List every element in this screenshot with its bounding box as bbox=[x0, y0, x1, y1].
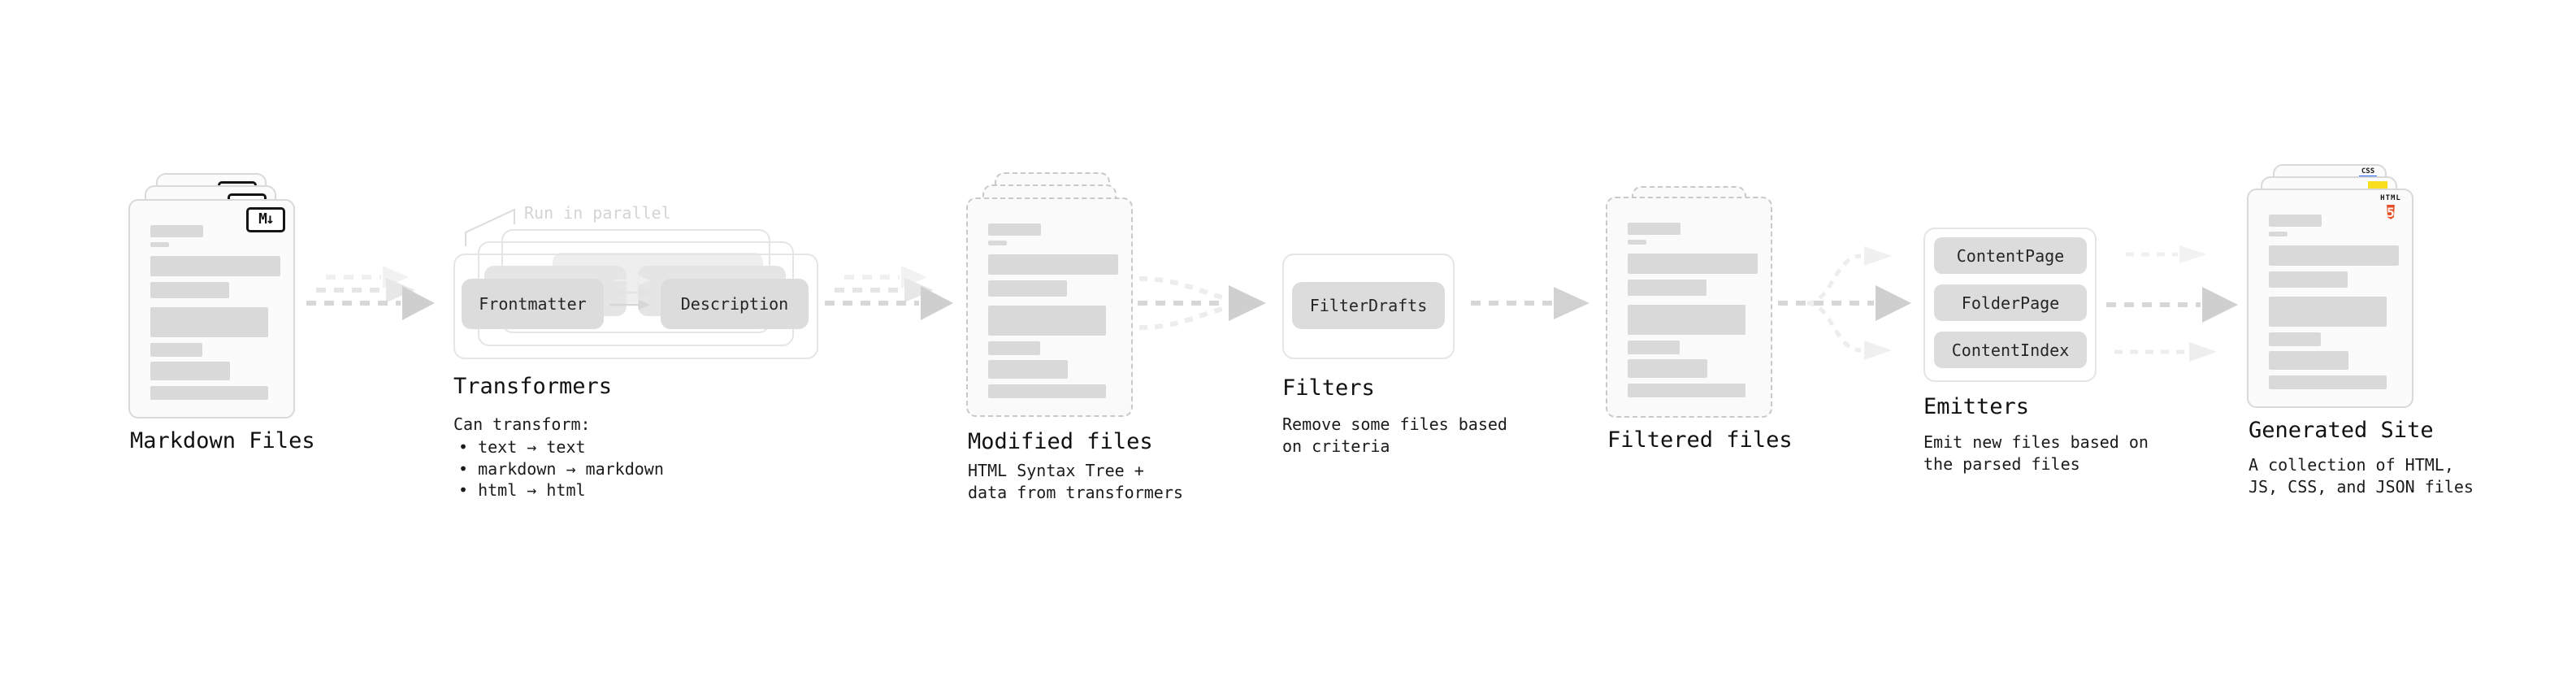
text-line-placeholder bbox=[1628, 240, 1646, 245]
text-line-placeholder bbox=[1628, 340, 1680, 354]
transformers-desc-heading: Can transform: bbox=[453, 414, 591, 434]
text-line-placeholder bbox=[150, 242, 169, 247]
transformers-title: Transformers bbox=[453, 374, 613, 399]
filters-container bbox=[1282, 254, 1455, 359]
capability-item: • markdown → markdown bbox=[458, 458, 664, 479]
text-line-placeholder bbox=[2269, 271, 2348, 288]
text-line-placeholder bbox=[988, 223, 1041, 236]
filters-description: Remove some files based on criteria bbox=[1282, 414, 1507, 458]
filters-title: Filters bbox=[1282, 375, 1375, 401]
emitters-container bbox=[1923, 228, 2097, 382]
html5-icon-shield: 5 bbox=[2387, 205, 2395, 220]
description-line: data from transformers bbox=[968, 483, 1183, 502]
description-line: on criteria bbox=[1282, 436, 1390, 456]
emitter-folderpage-button: FolderPage bbox=[1934, 284, 2087, 321]
flow-arrow-filters-to-filtered bbox=[1471, 287, 1589, 319]
annotation-leader-line bbox=[465, 208, 515, 246]
flow-arrow-filtered-to-emitters bbox=[1778, 246, 1911, 360]
description-line: Remove some files based bbox=[1282, 414, 1507, 434]
transformer-container bbox=[453, 254, 818, 359]
markdown-file-card: M↓ bbox=[128, 199, 295, 419]
run-in-parallel-annotation: Run in parallel bbox=[524, 203, 671, 223]
text-line-placeholder bbox=[1628, 359, 1707, 378]
generated-site-title: Generated Site bbox=[2249, 418, 2434, 443]
filtered-files-title: Filtered files bbox=[1607, 427, 1793, 453]
modified-files-title: Modified files bbox=[968, 429, 1153, 454]
description-line: JS, CSS, and JSON files bbox=[2249, 477, 2474, 497]
markdown-files-title: Markdown Files bbox=[130, 428, 315, 453]
text-line-placeholder bbox=[2269, 245, 2399, 266]
filtered-file-card bbox=[1606, 197, 1772, 418]
modified-files-description: HTML Syntax Tree + data from transformer… bbox=[968, 460, 1183, 504]
text-line-placeholder bbox=[2269, 351, 2348, 370]
description-line: Emit new files based on bbox=[1923, 432, 2149, 452]
emitter-contentpage-button: ContentPage bbox=[1934, 237, 2087, 274]
description-line: HTML Syntax Tree + bbox=[968, 461, 1144, 480]
emitter-contentindex-button: ContentIndex bbox=[1934, 332, 2087, 368]
transformer-description-button: Description bbox=[661, 279, 809, 329]
flow-arrow-modified-to-filters bbox=[1138, 276, 1266, 330]
filter-drafts-button: FilterDrafts bbox=[1292, 282, 1445, 329]
text-line-placeholder bbox=[988, 341, 1040, 355]
modified-file-card bbox=[966, 197, 1133, 417]
description-line: the parsed files bbox=[1923, 454, 2080, 474]
text-line-placeholder bbox=[988, 306, 1106, 336]
text-line-placeholder bbox=[1628, 384, 1746, 397]
html5-icon: HTML 5 bbox=[2379, 195, 2403, 223]
text-line-placeholder bbox=[1628, 223, 1680, 235]
flow-arrow-markdown-to-transformers bbox=[306, 266, 435, 320]
flow-arrow-emitters-to-site bbox=[2106, 245, 2238, 362]
text-line-placeholder bbox=[988, 254, 1118, 275]
text-line-placeholder bbox=[150, 386, 268, 400]
flow-arrow-transformers-to-modified bbox=[825, 266, 953, 320]
capability-item: • html → html bbox=[458, 480, 586, 500]
emitters-description: Emit new files based on the parsed files bbox=[1923, 432, 2149, 475]
transformers-capability-list: • text → text • markdown → markdown • ht… bbox=[458, 436, 664, 501]
description-line: A collection of HTML, bbox=[2249, 455, 2454, 475]
text-line-placeholder bbox=[988, 280, 1067, 297]
text-line-placeholder bbox=[2269, 332, 2321, 346]
markdown-icon: M↓ bbox=[246, 207, 285, 232]
text-line-placeholder bbox=[2269, 297, 2387, 327]
text-line-placeholder bbox=[1628, 254, 1758, 274]
text-line-placeholder bbox=[988, 241, 1007, 245]
html5-icon-label: HTML bbox=[2380, 194, 2401, 202]
emitters-title: Emitters bbox=[1923, 394, 2030, 419]
text-line-placeholder bbox=[150, 362, 230, 380]
text-line-placeholder bbox=[150, 343, 202, 357]
generated-site-description: A collection of HTML, JS, CSS, and JSON … bbox=[2249, 454, 2474, 498]
transformer-frontmatter-button: Frontmatter bbox=[462, 279, 604, 329]
text-line-placeholder bbox=[150, 225, 203, 237]
capability-item: • text → text bbox=[458, 437, 586, 457]
text-line-placeholder bbox=[150, 256, 280, 276]
text-line-placeholder bbox=[2269, 375, 2387, 389]
html-file-card: HTML 5 bbox=[2247, 189, 2413, 408]
text-line-placeholder bbox=[1628, 305, 1746, 335]
text-line-placeholder bbox=[1628, 280, 1706, 296]
text-line-placeholder bbox=[150, 282, 229, 298]
text-line-placeholder bbox=[2269, 215, 2322, 227]
text-line-placeholder bbox=[2269, 232, 2288, 236]
text-line-placeholder bbox=[150, 307, 268, 337]
text-line-placeholder bbox=[988, 384, 1106, 398]
text-line-placeholder bbox=[988, 360, 1068, 379]
transform-step-arrows bbox=[609, 275, 650, 310]
